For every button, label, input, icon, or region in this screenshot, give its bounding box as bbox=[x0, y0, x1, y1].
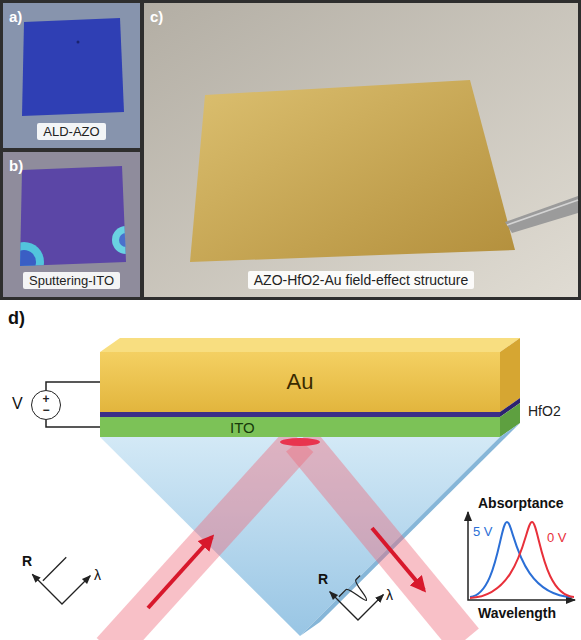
label-anchor: 5 V bbox=[473, 522, 493, 540]
gold-layer: Au bbox=[100, 352, 500, 412]
flat-curve bbox=[43, 557, 66, 580]
curve-label: 5 V bbox=[473, 524, 493, 539]
panel-letter: c) bbox=[150, 8, 163, 25]
axis-label: R bbox=[318, 571, 328, 587]
photo-frame bbox=[0, 0, 581, 300]
beam-arrow bbox=[372, 528, 424, 590]
axis bbox=[330, 566, 384, 620]
photo-caption: AZO-HfO2-Au field-effect structure bbox=[248, 271, 474, 289]
azo-sample bbox=[22, 18, 124, 116]
photo-caption: Sputtering-ITO bbox=[23, 272, 120, 289]
panel-letter: d) bbox=[8, 308, 25, 328]
photo-panel: b) Sputtering-ITO bbox=[3, 152, 140, 297]
light-beams bbox=[110, 440, 465, 640]
ring bbox=[112, 226, 140, 254]
layer-name: Au bbox=[287, 369, 314, 395]
label-anchor: Absorptance bbox=[478, 494, 564, 512]
plot-axis bbox=[468, 512, 575, 600]
label-anchor: λ bbox=[94, 566, 101, 584]
label-anchor: R bbox=[22, 552, 32, 570]
photo-ground bbox=[3, 152, 140, 297]
voltage-symbol: V bbox=[12, 395, 23, 412]
tweezers-edge bbox=[507, 200, 578, 225]
voltage-source: +− bbox=[31, 390, 61, 420]
axis bbox=[32, 546, 90, 604]
label-anchor: Wavelength bbox=[478, 604, 556, 622]
photo-caption: ALD-AZO bbox=[37, 123, 105, 140]
curve-label: 0 V bbox=[547, 530, 567, 545]
layer-name: HfO2 bbox=[528, 403, 561, 419]
sample-speck bbox=[77, 41, 80, 44]
label-anchor: V bbox=[12, 395, 23, 413]
photo-ground bbox=[144, 3, 578, 297]
curve-0v bbox=[470, 522, 574, 598]
ito-layer: ITO bbox=[100, 417, 500, 437]
reflectance-sketch bbox=[330, 566, 384, 620]
polarity-sign: − bbox=[42, 405, 49, 416]
au-top-face bbox=[100, 338, 520, 352]
axis-label: λ bbox=[94, 567, 101, 583]
label-anchor: 0 V bbox=[547, 528, 567, 546]
photo-panel: a) ALD-AZO bbox=[3, 3, 140, 148]
panel-letter: a) bbox=[9, 8, 22, 25]
reflectance-sketch bbox=[32, 546, 90, 604]
incident-beam bbox=[110, 440, 300, 640]
reflected-beam bbox=[300, 440, 465, 640]
polarity-sign: + bbox=[42, 394, 49, 405]
ring bbox=[119, 233, 133, 247]
photo-panel: c) AZO-HfO2-Au field-effect structure bbox=[144, 3, 578, 297]
beam-arrow bbox=[148, 537, 212, 608]
wire bbox=[46, 382, 100, 390]
label-anchor: R bbox=[318, 570, 328, 588]
label-anchor: d) bbox=[8, 308, 25, 329]
beam-spot bbox=[280, 438, 320, 446]
photo-ground bbox=[3, 3, 140, 148]
axis-label: R bbox=[22, 553, 32, 569]
dip-curve bbox=[339, 575, 376, 612]
wire bbox=[46, 420, 100, 427]
gold-sample bbox=[190, 80, 515, 262]
panel-letter: b) bbox=[9, 157, 23, 174]
axis-label: λ bbox=[386, 587, 393, 603]
axis-title: Absorptance bbox=[478, 495, 564, 511]
ring bbox=[12, 250, 36, 274]
axis-title: Wavelength bbox=[478, 605, 556, 621]
tweezers bbox=[505, 196, 578, 233]
label-anchor: λ bbox=[386, 586, 393, 604]
layer-name: ITO bbox=[230, 419, 255, 436]
